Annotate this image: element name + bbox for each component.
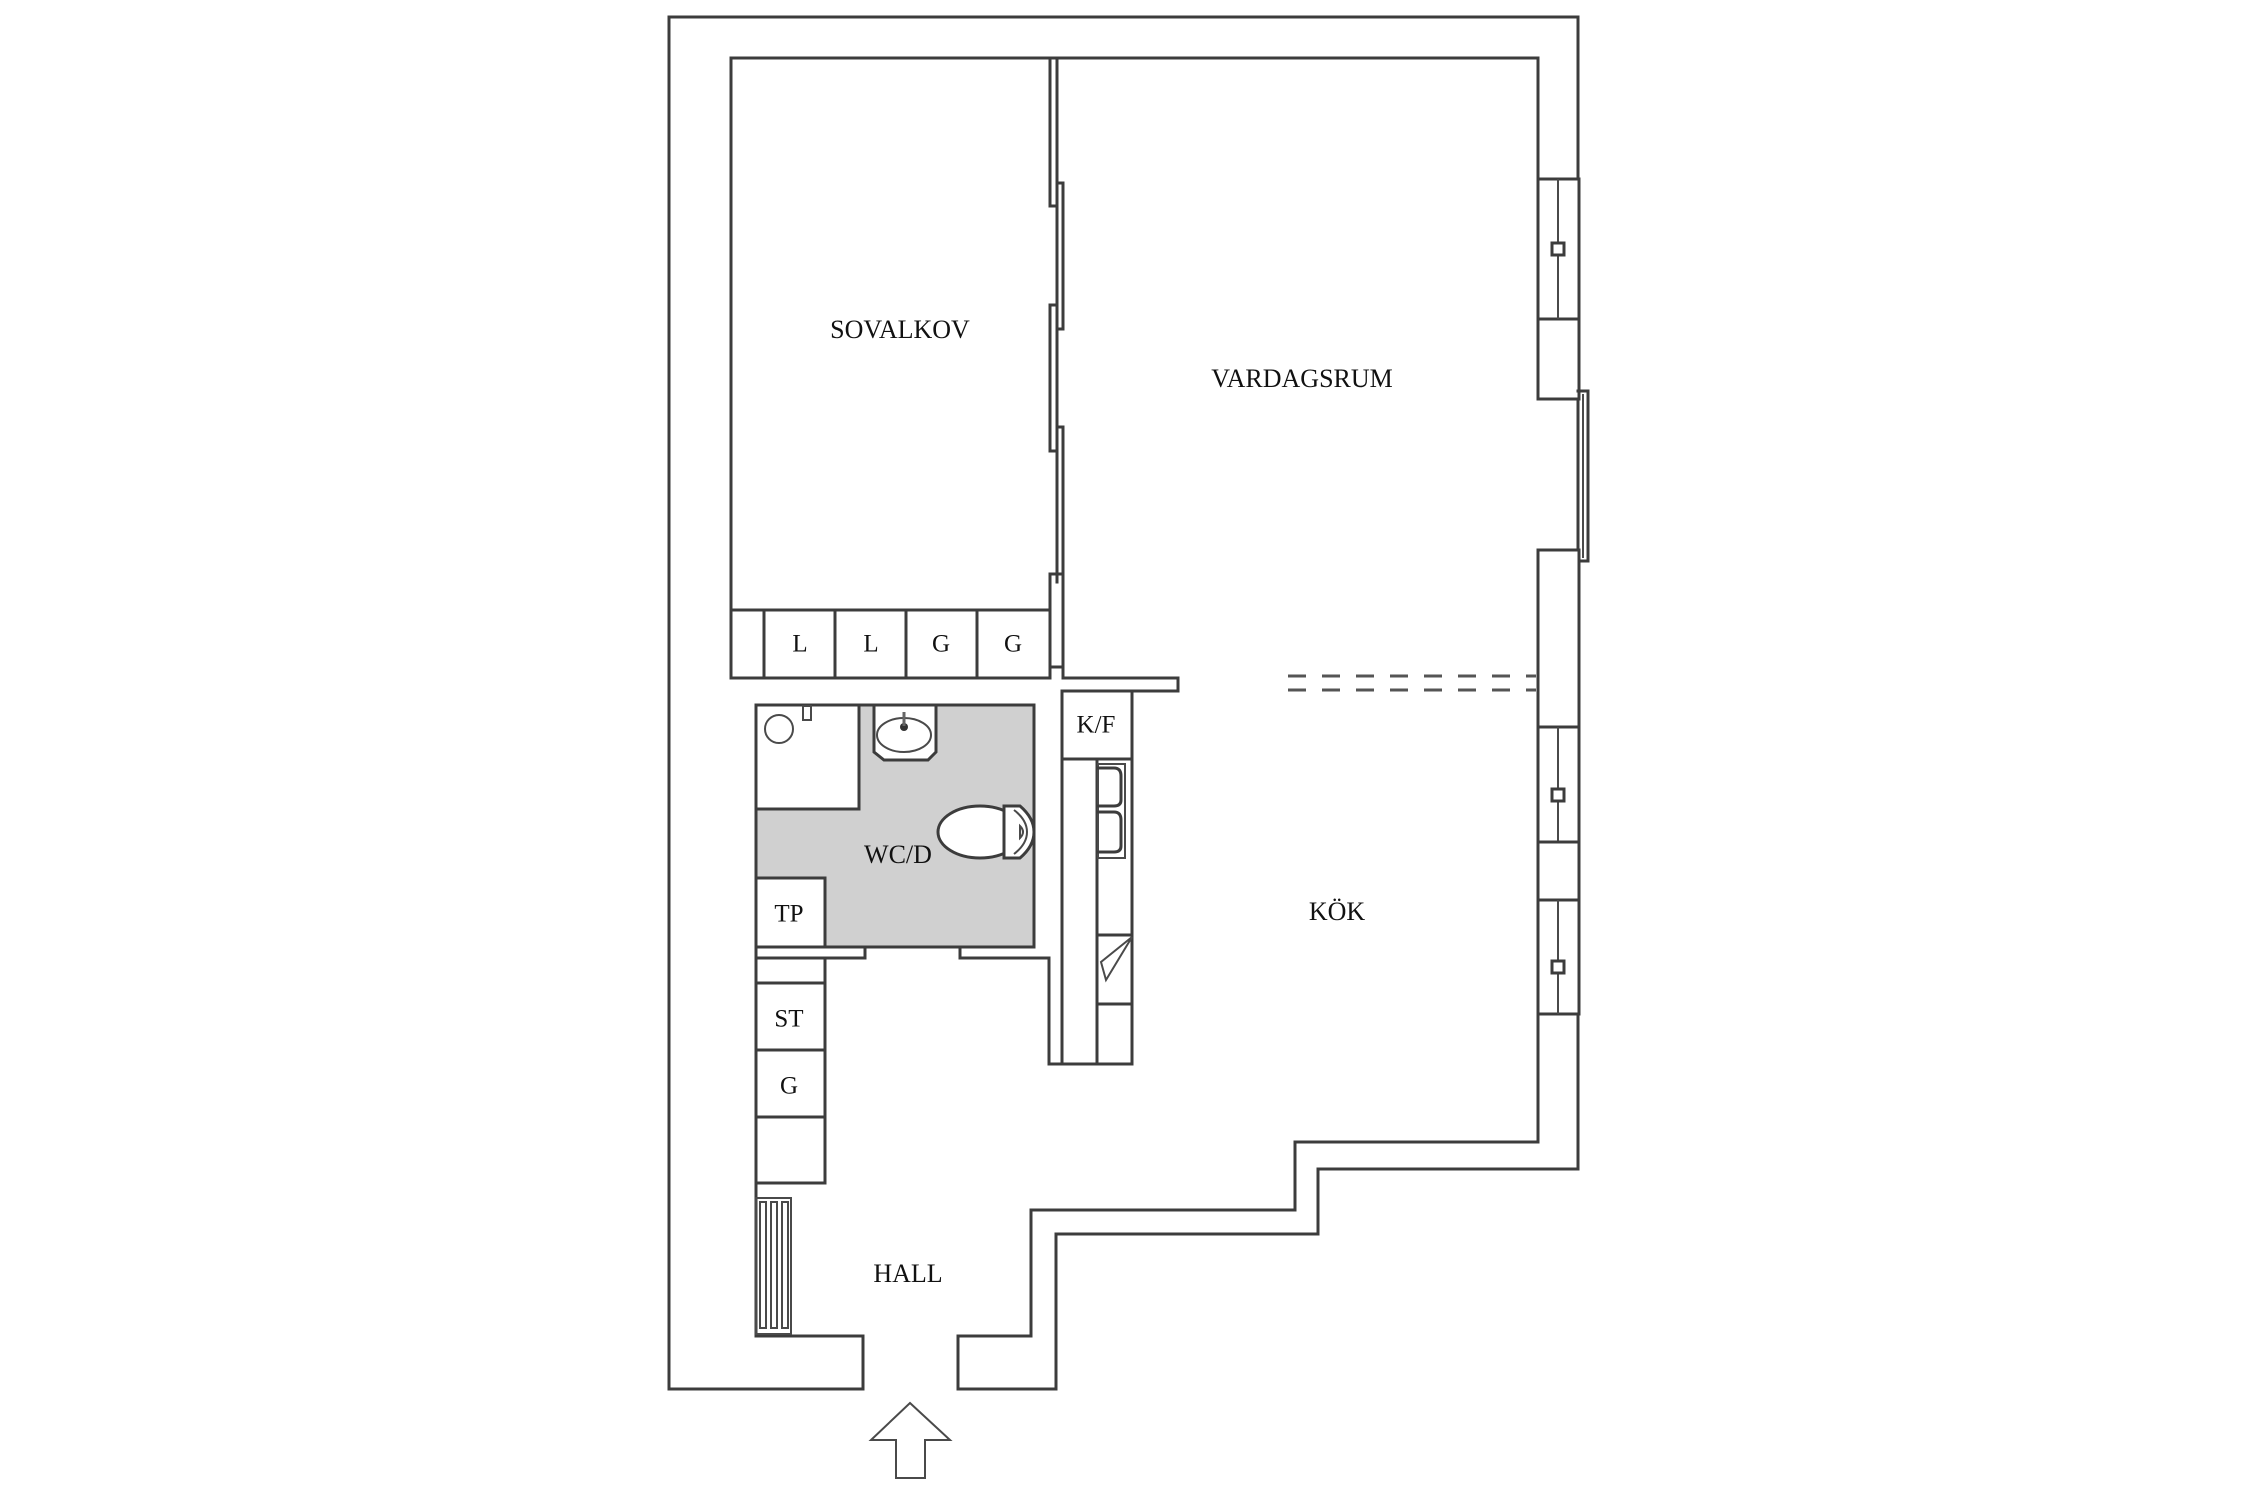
radiator-icon [755, 1197, 792, 1335]
closet-label-st: ST [774, 1006, 803, 1033]
window-handle-icon [1550, 959, 1566, 975]
closet-label-g: G [780, 1073, 798, 1100]
room-label-vardagsrum: VARDAGSRUM [1211, 364, 1393, 393]
bathroom [754, 703, 1036, 949]
shower-drain-icon [764, 714, 794, 744]
hall-closets [754, 956, 827, 1204]
shower-area [754, 703, 861, 811]
window-handle-icon [1550, 241, 1566, 257]
room-label-hall: HALL [873, 1259, 942, 1288]
room-label-wc: WC/D [864, 840, 932, 869]
right-wall-windows [1536, 177, 1590, 1171]
window-handle-icon [1550, 787, 1566, 803]
dishwasher-icon [1099, 936, 1133, 983]
kitchen-sink-icon [1096, 763, 1126, 859]
washer-label: TP [774, 901, 803, 928]
room-label-kok: KÖK [1309, 897, 1366, 926]
room-label-sovalkov: SOVALKOV [830, 315, 970, 344]
closet-label: L [863, 631, 878, 658]
kitchen-stub-wall [1061, 665, 1180, 693]
kitchen-counter [1047, 689, 1134, 1066]
inner-wall-top [729, 56, 1540, 680]
closet-label: G [1004, 631, 1022, 658]
ceiling-divider-dashed [1288, 674, 1536, 692]
sliding-door-partition [1048, 56, 1065, 669]
toilet-icon [936, 804, 1036, 860]
sink-icon [872, 703, 938, 762]
closet-label: G [932, 631, 950, 658]
bedroom-closets [729, 608, 1052, 680]
closet-label: L [792, 631, 807, 658]
fridge-freezer-label: K/F [1077, 712, 1116, 739]
entrance-arrow-icon [868, 1401, 953, 1479]
